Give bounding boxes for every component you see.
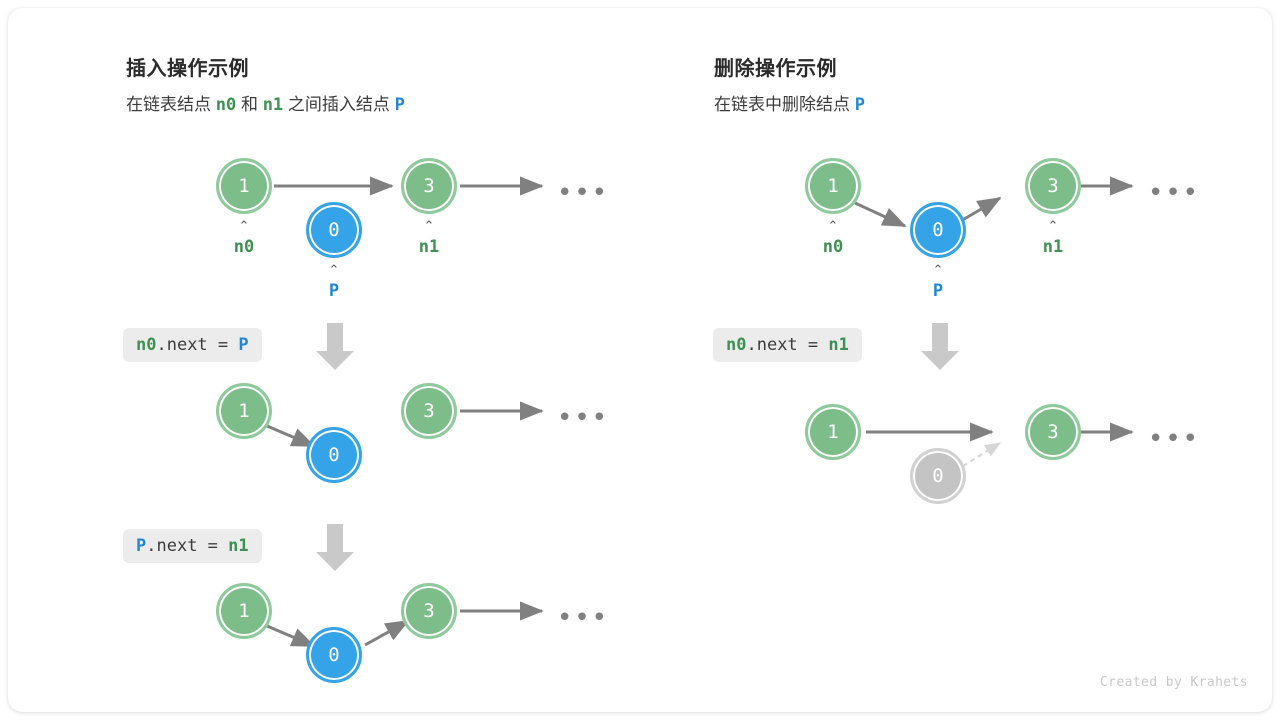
- node-value: 0: [306, 427, 362, 483]
- caret-icon: ⌃: [827, 219, 839, 234]
- node-value: 1: [805, 404, 861, 460]
- code-value: P: [238, 335, 249, 355]
- node-value: 3: [1025, 404, 1081, 460]
- pointer-name: n1: [1042, 237, 1064, 257]
- pointer-name: P: [932, 281, 944, 301]
- delete-panel-title: 删除操作示例: [714, 58, 837, 80]
- code-operator: .next =: [156, 335, 239, 355]
- code-value: n1: [228, 536, 249, 556]
- subtitle-text-3: 之间插入结点: [287, 95, 390, 114]
- down-arrow-icon: [316, 524, 354, 571]
- pointer-label-n1: ⌃ n1: [399, 220, 459, 256]
- node-value: 3: [401, 383, 457, 439]
- caret-icon: ⌃: [932, 263, 944, 278]
- delete-panel-subtitle: 在链表中删除结点 P: [714, 90, 865, 115]
- node-value: 3: [401, 583, 457, 639]
- code-operator: .next =: [146, 536, 229, 556]
- node-value: 0: [306, 627, 362, 683]
- node-value: 0: [910, 202, 966, 258]
- insert-panel-title: 插入操作示例: [126, 58, 249, 80]
- subtitle-token-n0: n0: [215, 95, 237, 115]
- ellipsis: •••: [1148, 178, 1201, 208]
- code-chip-step-2: P.next = n1: [123, 529, 262, 563]
- code-operator: .next =: [746, 335, 829, 355]
- subtitle-text-2: 和: [240, 95, 258, 114]
- subtitle-text-1: 在链表结点: [126, 95, 211, 114]
- code-chip-step-1: n0.next = n1: [713, 328, 862, 362]
- node-value: 3: [401, 158, 457, 214]
- node-value: 0: [306, 202, 362, 258]
- code-value: n1: [828, 335, 849, 355]
- code-target: P: [136, 536, 147, 556]
- pointer-name: n1: [418, 237, 440, 257]
- caret-icon: ⌃: [238, 219, 250, 234]
- node-value: 1: [216, 158, 272, 214]
- pointer-label-n1: ⌃ n1: [1023, 220, 1083, 256]
- pointer-label-p: ⌃ P: [908, 264, 968, 300]
- pointer-name: P: [328, 281, 340, 301]
- code-target: n0: [136, 335, 157, 355]
- ellipsis: •••: [1148, 424, 1201, 454]
- delete-panel: 删除操作示例 在链表中删除结点 P 1 0 3 ••• ⌃ n0 ⌃ P: [590, 8, 1272, 712]
- node-value: 1: [805, 158, 861, 214]
- subtitle-token-n1: n1: [262, 95, 284, 115]
- insert-panel-subtitle: 在链表结点 n0 和 n1 之间插入结点 P: [126, 90, 405, 115]
- subtitle-token-p: P: [854, 95, 865, 115]
- node-value: 0: [910, 448, 966, 504]
- node-value: 1: [216, 383, 272, 439]
- node-value: 3: [1025, 158, 1081, 214]
- pointer-name: n0: [822, 237, 844, 257]
- caret-icon: ⌃: [1047, 219, 1059, 234]
- node-value: 1: [216, 583, 272, 639]
- pointer-label-p: ⌃ P: [304, 264, 364, 300]
- caret-icon: ⌃: [328, 263, 340, 278]
- down-arrow-icon: [316, 323, 354, 370]
- pointer-name: n0: [233, 237, 255, 257]
- subtitle-text-1: 在链表中删除结点: [714, 95, 850, 114]
- pointer-label-n0: ⌃ n0: [214, 220, 274, 256]
- code-chip-step-1: n0.next = P: [123, 328, 262, 362]
- subtitle-token-p: P: [394, 95, 405, 115]
- pointer-label-n0: ⌃ n0: [803, 220, 863, 256]
- down-arrow-icon: [921, 323, 959, 370]
- caret-icon: ⌃: [423, 219, 435, 234]
- code-target: n0: [726, 335, 747, 355]
- diagram-card: 插入操作示例 在链表结点 n0 和 n1 之间插入结点 P: [8, 8, 1272, 712]
- credit-text: Created by Krahets: [1099, 675, 1248, 690]
- insert-panel: 插入操作示例 在链表结点 n0 和 n1 之间插入结点 P: [8, 8, 640, 712]
